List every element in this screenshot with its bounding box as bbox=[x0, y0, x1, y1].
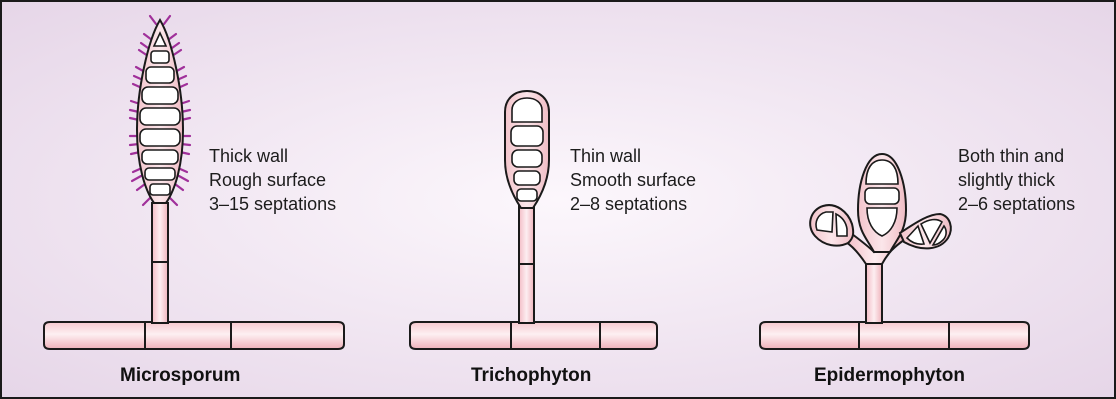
microsporum-label: Microsporum bbox=[120, 365, 240, 386]
epidermophyton-desc-line-2: slightly thick bbox=[958, 170, 1056, 190]
microsporum-hypha bbox=[44, 322, 344, 349]
epidermophyton-desc-line-3: 2–6 septations bbox=[958, 194, 1075, 214]
epidermophyton-hypha bbox=[760, 322, 1029, 349]
epidermophyton-desc-line-1: Both thin and bbox=[958, 146, 1064, 166]
trichophyton-desc-line-3: 2–8 septations bbox=[570, 194, 687, 214]
trichophyton-desc-line-2: Smooth surface bbox=[570, 170, 696, 190]
microsporum-desc-line-3: 3–15 septations bbox=[209, 194, 336, 214]
microsporum-desc-line-2: Rough surface bbox=[209, 170, 326, 190]
epidermophyton-label: Epidermophyton bbox=[814, 365, 965, 386]
trichophyton-label: Trichophyton bbox=[471, 365, 591, 386]
trichophyton-desc-line-1: Thin wall bbox=[570, 146, 641, 166]
microsporum-desc-line-1: Thick wall bbox=[209, 146, 288, 166]
trichophyton-hypha bbox=[410, 322, 657, 349]
epidermophyton-conidium-top bbox=[858, 154, 906, 252]
epidermophyton-conidiophore bbox=[866, 262, 882, 323]
